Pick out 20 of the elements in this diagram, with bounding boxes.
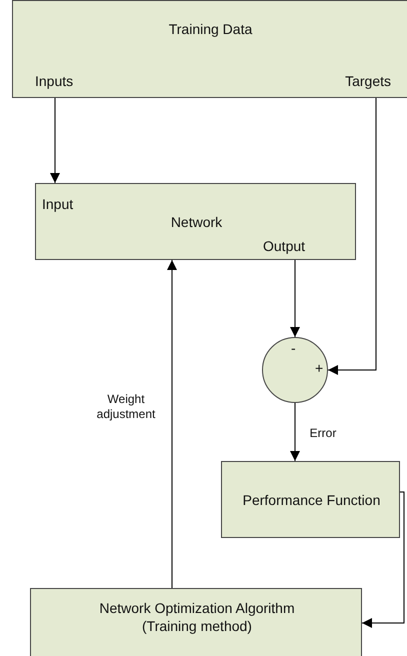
box-text: Input: [42, 196, 74, 212]
box-text: Inputs: [35, 73, 74, 89]
process-box: [221, 461, 400, 538]
box-text: Network Optimization Algorithm (Training method): [98, 599, 296, 636]
arrow: [328, 98, 376, 375]
arrow: [290, 260, 300, 338]
box-text: Performance Function: [242, 492, 382, 508]
box-text: Network: [170, 214, 224, 230]
sign-label: -: [291, 340, 296, 356]
arrow: [290, 402, 300, 462]
box-title: Training Data: [168, 21, 254, 37]
box-text: Targets: [345, 73, 391, 89]
arrow: [167, 260, 177, 588]
process-box: [30, 588, 362, 656]
arrow: [362, 492, 404, 628]
sign-label: +: [315, 360, 324, 376]
process-box: [35, 183, 356, 260]
box-text: Output: [263, 238, 306, 254]
process-box: [12, 0, 407, 98]
arrow: [50, 98, 60, 184]
